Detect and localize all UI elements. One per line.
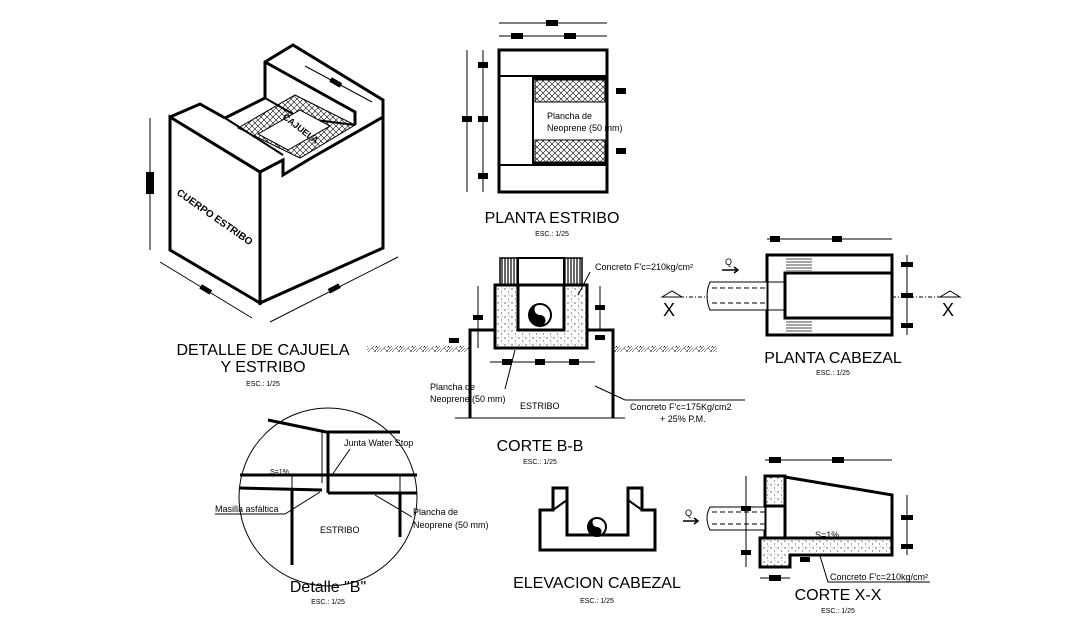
bb-neoprene-2: Neoprene (50 mm) <box>430 394 506 404</box>
xx-concrete: Concreto F'c=210kg/cm² <box>830 572 928 582</box>
iso-scale: ESC.: 1/25 <box>246 381 280 388</box>
planta-estribo-title: PLANTA ESTRIBO <box>485 210 620 227</box>
corte-xx: Q S=1% Concreto F'c=210kg/cm² CORTE X-X … <box>683 457 930 615</box>
water-stop-label: Junta Water Stop <box>344 438 413 448</box>
planta-cabezal: Q X X PLANTA CABEZAL ESC.: 1/25 <box>660 236 962 377</box>
corte-xx-scale: ESC.: 1/25 <box>821 608 855 615</box>
elevacion-cabezal: ELEVACION CABEZAL ESC.: 1/25 <box>513 486 681 605</box>
neoprene-note-1: Plancha de <box>547 111 592 121</box>
planta-estribo-scale: ESC.: 1/25 <box>535 231 569 238</box>
detalle-neoprene-2: Neoprene (50 mm) <box>413 520 489 530</box>
detalle-b: Junta Water Stop S=1% Masilla asfáltica … <box>215 407 489 606</box>
corte-bb-title: CORTE B-B <box>497 438 584 455</box>
elevacion-scale: ESC.: 1/25 <box>580 598 614 605</box>
detalle-estribo: ESTRIBO <box>320 525 360 535</box>
planta-cabezal-scale: ESC.: 1/25 <box>816 370 850 377</box>
iso-title-2: Y ESTRIBO <box>220 359 305 376</box>
detalle-b-scale: ESC.: 1/25 <box>311 599 345 606</box>
bb-concrete-base-2: + 25% P.M. <box>660 414 706 424</box>
right-face <box>258 114 385 306</box>
masilla-label: Masilla asfáltica <box>215 504 279 514</box>
detalle-b-title: Detalle "B" <box>290 579 366 596</box>
planta-estribo: Plancha de Neoprene (50 mm) PLANTA ESTRI… <box>462 20 626 238</box>
elevacion-title: ELEVACION CABEZAL <box>513 575 681 592</box>
corte-bb-scale: ESC.: 1/25 <box>523 459 557 466</box>
xx-flow-label: Q <box>685 508 692 518</box>
bb-concrete-base-1: Concreto F'c=175Kg/cm2 <box>630 402 732 412</box>
body-label: CUERPO ESTRIBO <box>174 187 254 248</box>
section-marker-left: X <box>663 300 675 320</box>
left-face <box>168 114 262 306</box>
bb-neoprene-1: Plancha de <box>430 382 475 392</box>
corte-xx-title: CORTE X-X <box>795 587 882 604</box>
planta-cabezal-title: PLANTA CABEZAL <box>764 350 902 367</box>
corte-bb: Concreto F'c=210kg/cm² Plancha de Neopre… <box>367 257 745 466</box>
bb-estribo: ESTRIBO <box>520 401 560 411</box>
detalle-slope: S=1% <box>270 469 289 476</box>
cabezal-flow-label: Q <box>725 257 732 267</box>
neoprene-note-2: Neoprene (50 mm) <box>547 123 623 133</box>
section-marker-right: X <box>942 300 954 320</box>
detalle-neoprene-1: Plancha de <box>413 507 458 517</box>
isometric-detail: CAJUELA CUERPO ESTRIBO DETALLE DE CAJUEL… <box>146 43 399 388</box>
bb-concrete-top: Concreto F'c=210kg/cm² <box>595 262 693 272</box>
iso-title-1: DETALLE DE CAJUELA <box>176 342 349 359</box>
xx-slope: S=1% <box>815 530 839 540</box>
